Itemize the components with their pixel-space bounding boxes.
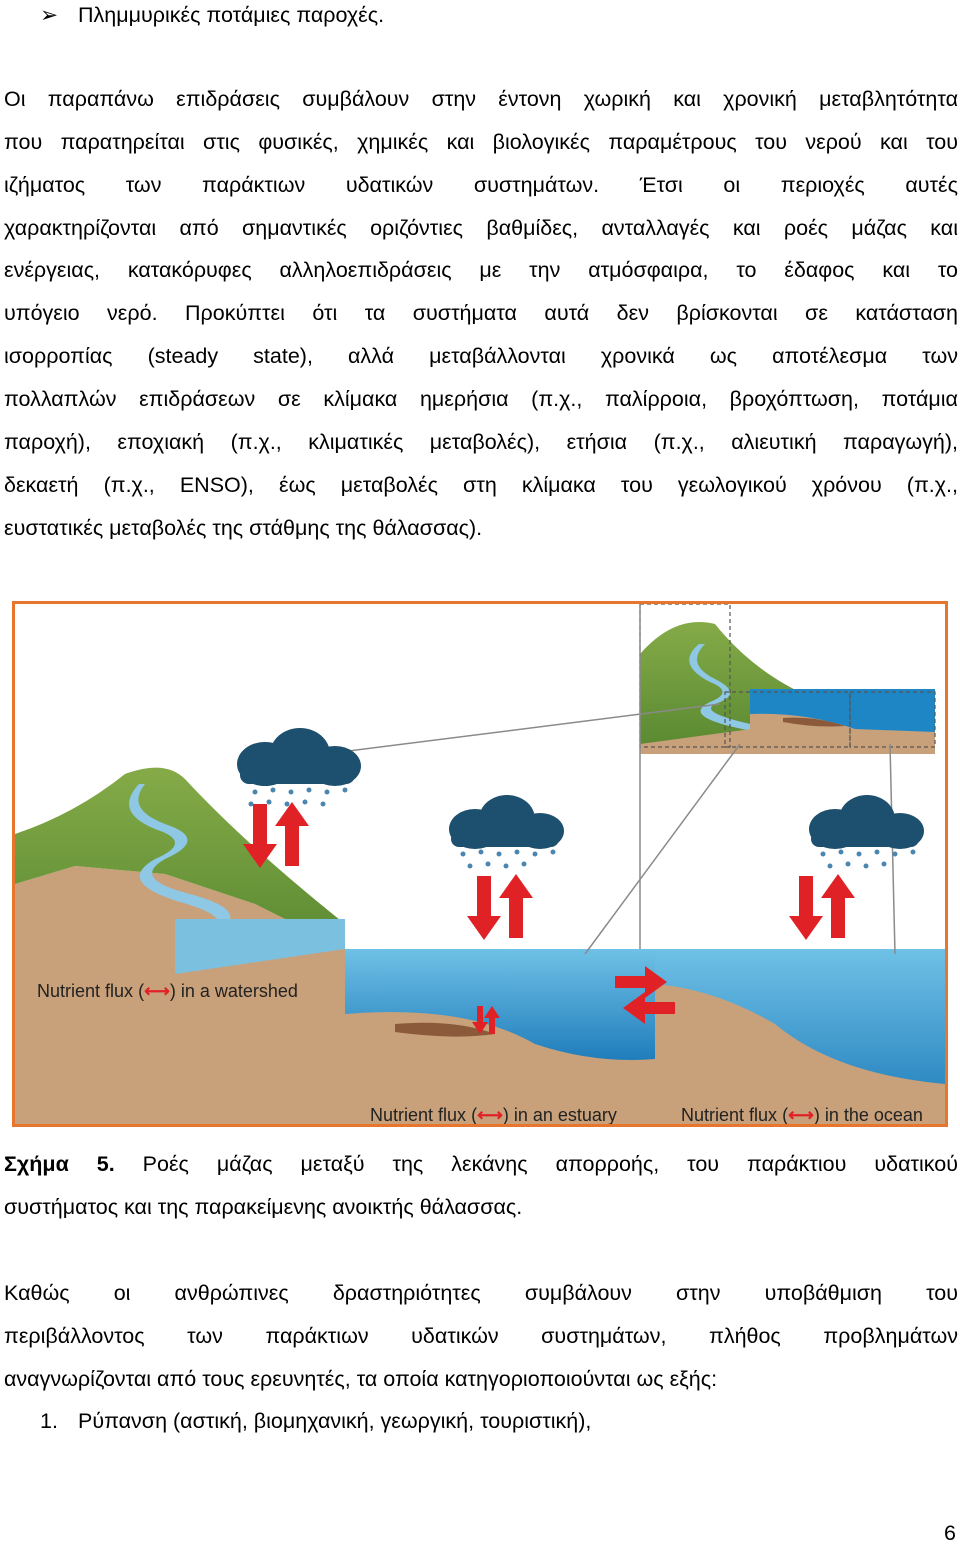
figure-nutrient-flux: Nutrient flux (⟷) in a watershed Nutrien… — [12, 601, 948, 1127]
figure-caption-line-1: Σχήμα 5. Ροές μάζας μεταξύ της λεκάνης α… — [4, 1149, 958, 1179]
flux-label-estuary: Nutrient flux (⟷) in an estuary — [370, 1104, 617, 1125]
inset-dashed-box-1 — [724, 691, 851, 748]
rain-drops — [248, 787, 916, 869]
flux-label-paren: ( — [471, 1105, 478, 1125]
flux-label-paren: ( — [138, 981, 145, 1001]
flux-label-text: ) in the ocean — [813, 1105, 923, 1125]
figure-caption-label: Σχήμα 5. — [4, 1152, 115, 1176]
paragraph-line: πολλαπλών επιδράσεων σε κλίμακα ημερήσια… — [4, 387, 958, 411]
paragraph-line: χαρακτηρίζονται από σημαντικές οριζόντιε… — [4, 216, 958, 240]
paragraph-line: δεκαετή (π.χ., ENSO), έως μεταβολές στη … — [4, 473, 958, 497]
list-item-number: 1. — [40, 1409, 58, 1433]
flux-label-text: Nutrient flux — [37, 981, 134, 1001]
watershed-panel — [15, 767, 345, 1124]
cloud-ocean — [809, 795, 924, 849]
figure-caption-line-2: συστήματος και της παρακείμενης ανοικτής… — [4, 1195, 523, 1219]
paragraph-line: ιζήματος των παράκτιων υδατικών συστημάτ… — [4, 173, 958, 197]
figure-caption-text: Ροές μάζας μεταξύ της λεκάνης απορροής, … — [114, 1152, 959, 1176]
bullet-text: Πλημμυρικές ποτάμιες παροχές. — [78, 3, 385, 27]
flux-label-text: ) in an estuary — [502, 1105, 617, 1125]
paragraph-line: περιβάλλοντος των παράκτιων υδατικών συσ… — [4, 1324, 958, 1348]
double-arrow-icon: ⟷ — [477, 1105, 503, 1125]
paragraph-line: Οι παραπάνω επιδράσεις συμβάλουν στην έν… — [4, 87, 958, 111]
paragraph-line: υπόγειο νερό. Προκύπτει ότι τα συστήματα… — [4, 301, 958, 325]
flux-label-watershed: Nutrient flux (⟷) in a watershed — [37, 980, 298, 1002]
paragraph-line: Καθώς οι ανθρώπινες δραστηριότητες συμβά… — [4, 1281, 958, 1305]
inset-panel — [639, 604, 936, 754]
flux-label-ocean: Nutrient flux (⟷) in the ocean — [681, 1104, 923, 1125]
flux-label-paren: ( — [782, 1105, 789, 1125]
figure-illustration — [15, 604, 945, 1124]
paragraph-line: ευστατικές μεταβολές της στάθμης της θάλ… — [4, 516, 483, 540]
estuary-bed — [345, 1012, 655, 1124]
flux-label-text: Nutrient flux — [370, 1105, 467, 1125]
cloud-estuary — [449, 795, 564, 849]
bullet-marker: ➢ — [40, 3, 59, 27]
ocean-panel — [655, 949, 945, 1124]
double-arrow-icon: ⟷ — [144, 981, 170, 1001]
watershed-hill — [15, 767, 345, 949]
flux-arrows — [243, 802, 855, 1034]
list-item-text: Ρύπανση (αστική, βιομηχανική, γεωργική, … — [78, 1409, 592, 1433]
flux-label-text: ) in a watershed — [169, 981, 298, 1001]
page-number: 6 — [944, 1521, 956, 1545]
cloud-watershed — [237, 728, 361, 786]
ocean-shelf — [655, 984, 945, 1124]
paragraph-line: ενέργειας, κατακόρυφες αλληλοεπιδράσεις … — [4, 258, 958, 282]
estuary-panel — [345, 949, 655, 1124]
paragraph-line: που παρατηρείται στις φυσικές, χημικές κ… — [4, 130, 958, 154]
paragraph-line: αναγνωρίζονται από τους ερευνητές, τα οπ… — [4, 1367, 718, 1391]
paragraph-line: ισορροπίας (steady state), αλλά μεταβάλλ… — [4, 344, 958, 368]
inset-dashed-box-2 — [849, 691, 936, 748]
flux-label-text: Nutrient flux — [681, 1105, 778, 1125]
paragraph-line: παροχή), εποχιακή (π.χ., κλιματικές μετα… — [4, 430, 958, 454]
list-item: 1. Ρύπανση (αστική, βιομηχανική, γεωργική… — [40, 1406, 591, 1436]
connector-lines — [324, 604, 896, 955]
double-arrow-icon: ⟷ — [788, 1105, 814, 1125]
bullet-item: ➢ Πλημμυρικές ποτάμιες παροχές. — [40, 0, 384, 30]
